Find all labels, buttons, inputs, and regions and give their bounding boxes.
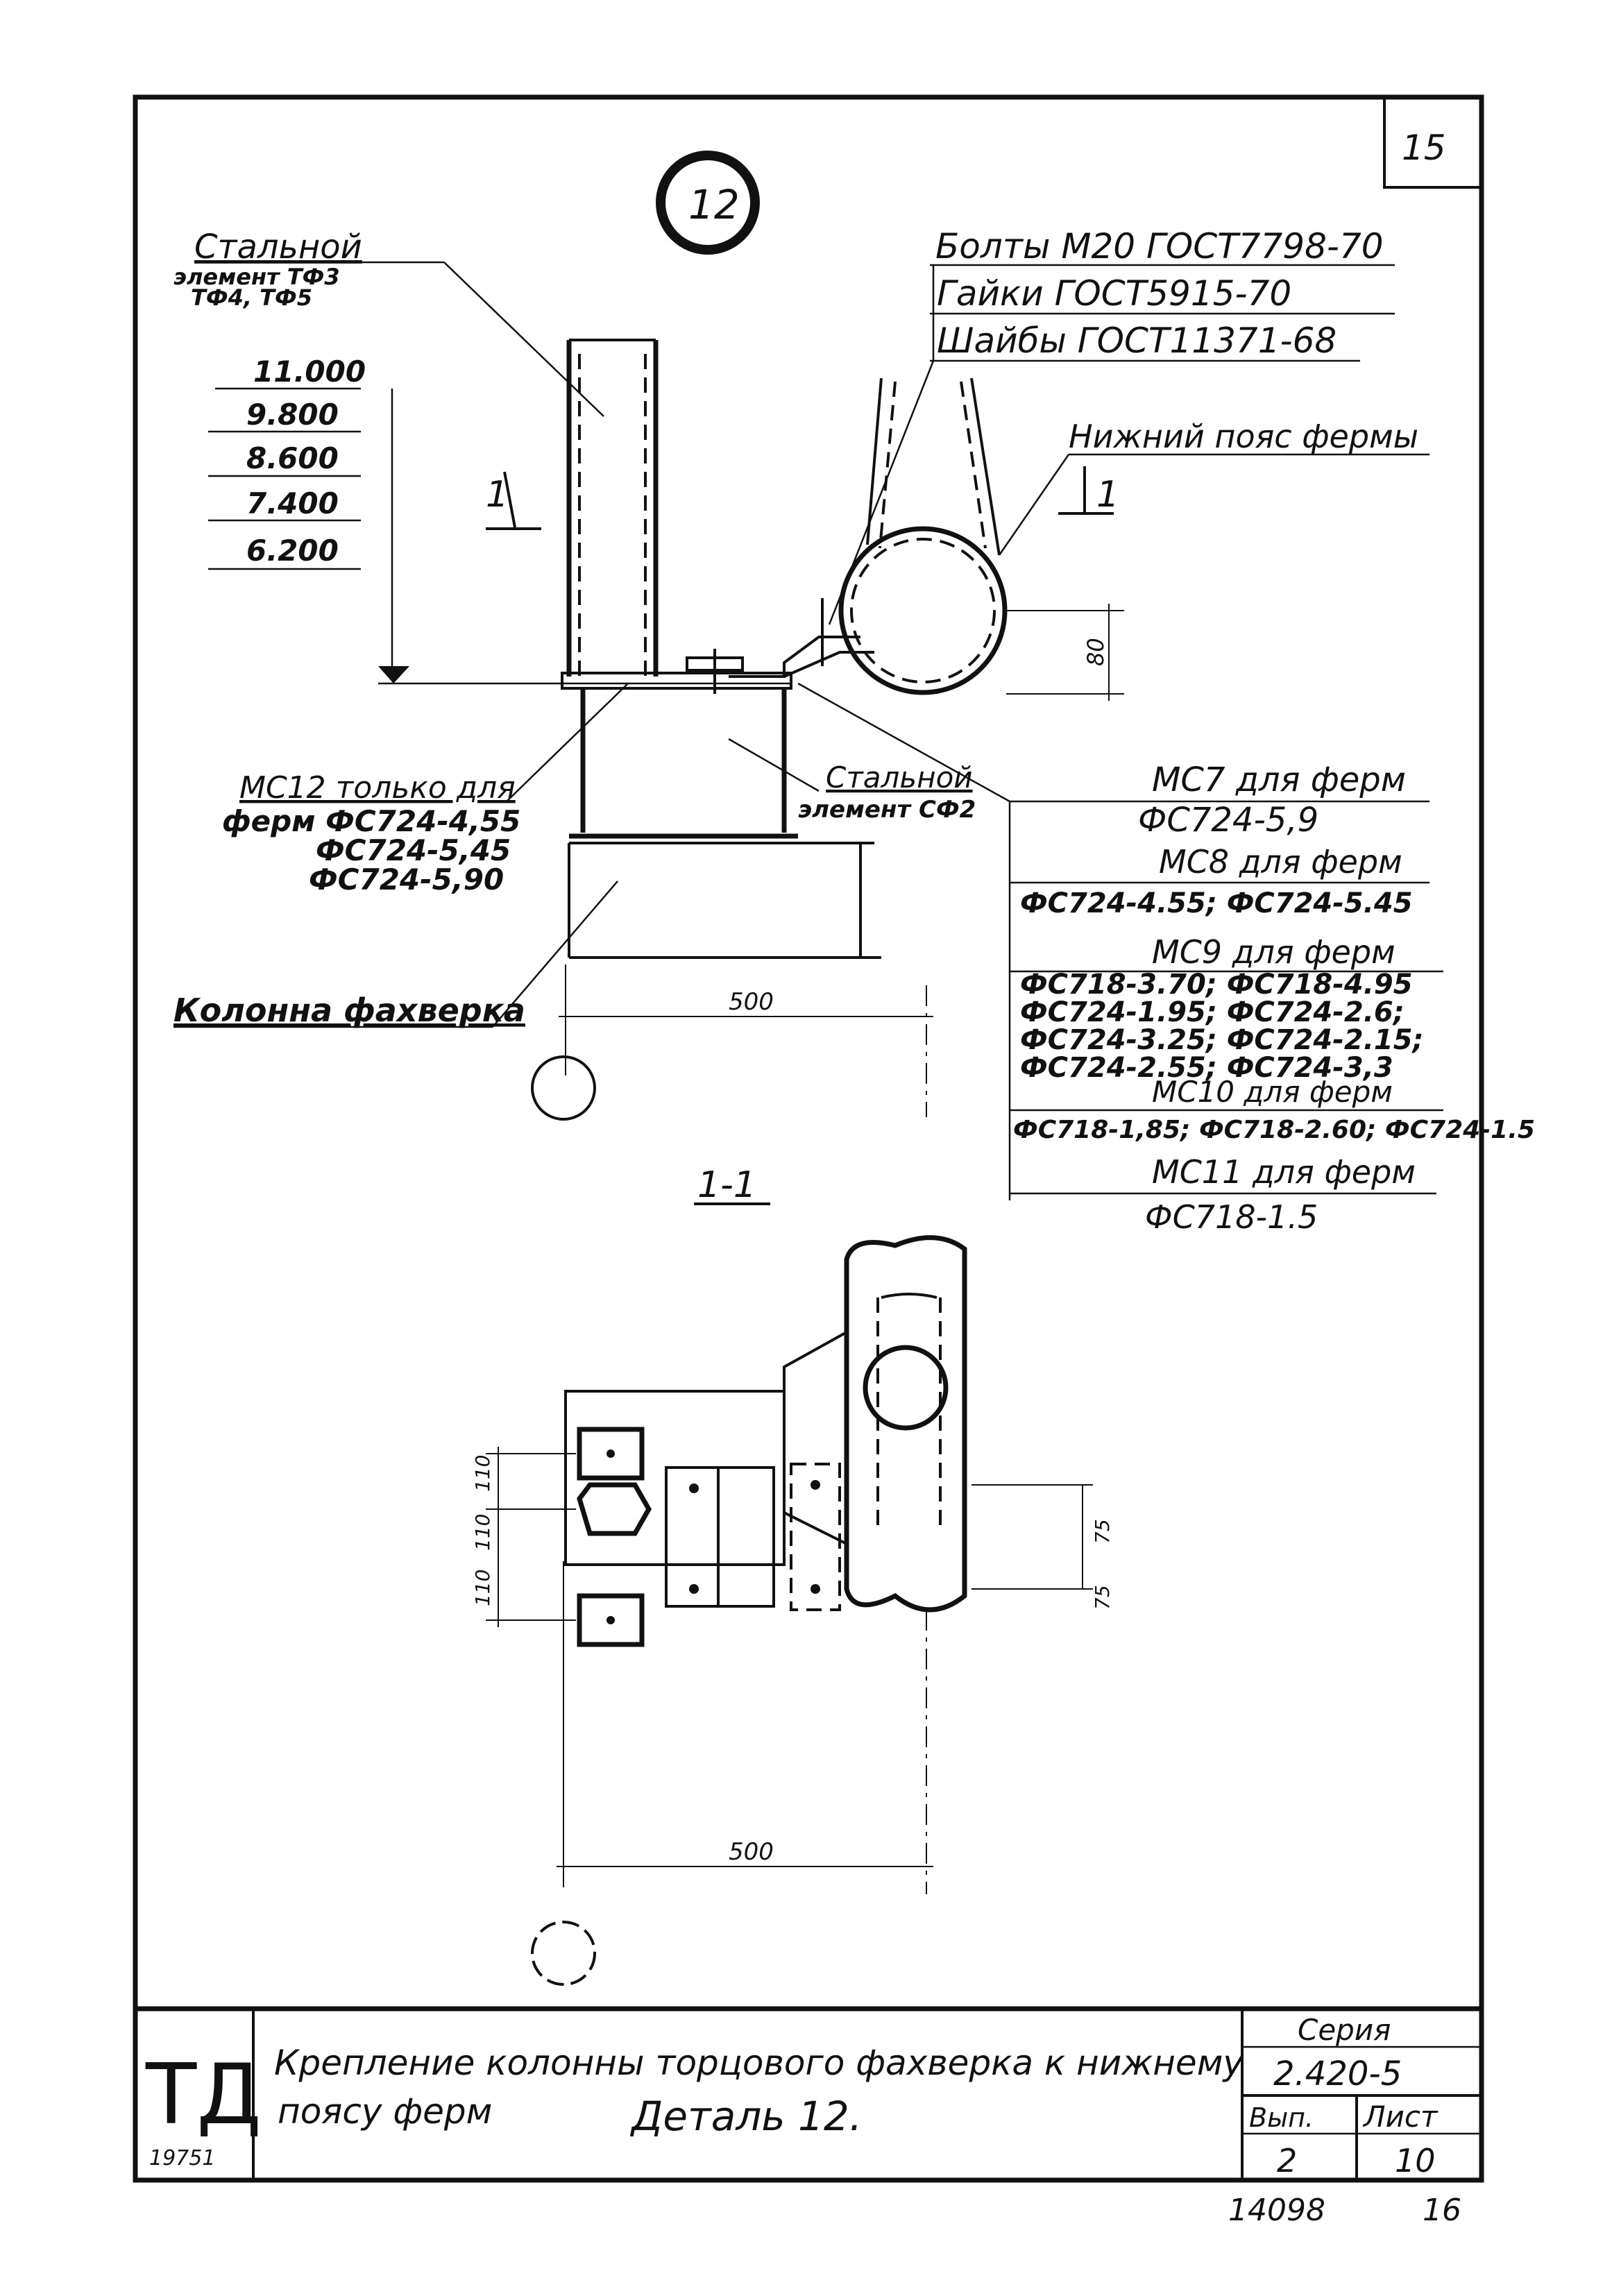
section-mark-right-label: 1 [1096, 474, 1119, 516]
section-view: 110 110 110 75 75 [471, 1235, 1114, 1647]
mc8-line2: ФС724-4.55; ФС724-5.45 [1020, 887, 1413, 919]
section-mark-left: 1 [486, 471, 541, 530]
dimension-110-c: 110 [471, 1570, 494, 1606]
page-number-box [1383, 97, 1482, 189]
steel-element-tf-line1: Стальной [194, 228, 362, 266]
level-1: 11.000 [253, 355, 366, 389]
title-line2: поясу ферм [278, 2091, 492, 2132]
steel-element-sf-line1: Стальной [826, 760, 973, 794]
level-2: 9.800 [246, 398, 339, 432]
level-marks: 11.000 9.800 8.600 7.400 6.200 [208, 355, 791, 685]
steel-element-tf-line2: элемент ТФ3 [173, 264, 340, 290]
gusset-plate [729, 636, 860, 678]
mc12-line4: ФС724-5,90 [309, 862, 504, 896]
lower-chord-label: Нижний пояс фермы [1069, 418, 1418, 455]
mc8-line1: МС8 для ферм [1159, 843, 1402, 881]
base-bolt [686, 649, 744, 694]
level-5: 6.200 [246, 534, 339, 568]
mc9-line5: ФС724-2.55; ФС724-3,3 [1020, 1052, 1393, 1084]
mc9-line3: ФС724-1.95; ФС724-2.6; [1020, 996, 1405, 1028]
nuts-label: Гайки ГОСТ5915-70 [937, 273, 1291, 314]
page-number: 15 [1402, 128, 1446, 168]
axis-marker-top [531, 1055, 596, 1121]
dimension-110-a: 110 [471, 1455, 494, 1492]
column-label: Колонна фахверка [173, 992, 525, 1029]
dimension-500-top: 500 [559, 964, 933, 1117]
steel-element-sf-line2: элемент СФ2 [798, 796, 976, 824]
section-mark-left-label: 1 [486, 474, 509, 516]
section-mark-right: 1 [1058, 466, 1119, 516]
sheet-label: Лист [1362, 2100, 1439, 2134]
mc9-line1: МС9 для ферм [1152, 933, 1395, 971]
steel-element-leader-2 [443, 262, 604, 417]
mc9-line2: ФС718-3.70; ФС718-4.95 [1020, 969, 1413, 1001]
issue-label: Вып. [1249, 2102, 1314, 2133]
issue-value: 2 [1277, 2142, 1297, 2179]
dimension-80: 80 [1006, 604, 1124, 701]
title-block [135, 2006, 1482, 2180]
bottom-number-2: 16 [1423, 2193, 1461, 2228]
dimension-75-a: 75 [1091, 1519, 1114, 1544]
section-title: 1-1 [697, 1164, 756, 1206]
dimension-500-bottom-label: 500 [729, 1838, 774, 1866]
column-body [568, 842, 881, 959]
title-line1: Крепление колонны торцового фахверка к н… [274, 2043, 1244, 2083]
level-4: 7.400 [246, 486, 339, 520]
lower-support [569, 688, 798, 839]
steel-element-tf-line3: ТФ4, ТФ5 [191, 284, 312, 311]
mc12-line1: МС12 только для [239, 770, 516, 806]
bolts-label: Болты М20 ГОСТ7798-70 [935, 226, 1384, 266]
steel-post [566, 339, 659, 677]
level-arrow [378, 666, 409, 683]
mc10-line2: ФС718-1,85; ФС718-2.60; ФС724-1.5 [1013, 1116, 1535, 1144]
lower-chord-tube [838, 377, 1008, 695]
dimension-500-top-label: 500 [729, 988, 774, 1016]
mc9-line4: ФС724-3.25; ФС724-2.15; [1020, 1024, 1424, 1056]
mc11-line1: МС11 для ферм [1152, 1153, 1416, 1191]
logo: ТД [145, 2047, 262, 2143]
dimension-500-bottom: 500 [557, 1561, 933, 1894]
gusset-plate-lower [783, 651, 874, 678]
detail-label: Деталь 12. [629, 2093, 862, 2140]
mc7-line1: МС7 для ферм [1152, 760, 1406, 799]
base-plate [561, 672, 792, 690]
dimension-80-label: 80 [1083, 638, 1109, 666]
series-value: 2.420-5 [1273, 2055, 1402, 2093]
axis-marker-bottom [531, 1921, 596, 1986]
level-3: 8.600 [246, 441, 339, 475]
series-label: Серия [1298, 2013, 1391, 2047]
mc7-line2: ФС724-5,9 [1138, 801, 1318, 840]
mc11-line2: ФС718-1.5 [1145, 1198, 1318, 1236]
code: 19751 [149, 2146, 215, 2170]
sheet-value: 10 [1395, 2142, 1436, 2179]
detail-marker: 12 [656, 151, 760, 255]
mc12-line3: ФС724-5,45 [316, 833, 511, 867]
bottom-number-1: 14098 [1228, 2193, 1325, 2228]
washers-label: Шайбы ГОСТ11371-68 [937, 321, 1337, 361]
dimension-110-b: 110 [471, 1514, 494, 1551]
sheet-frame [133, 94, 1484, 2183]
mc12-line2: ферм ФС724-4,55 [222, 804, 520, 838]
detail-number: 12 [688, 181, 740, 228]
dimension-75-b: 75 [1091, 1585, 1114, 1610]
mc10-line1: МС10 для ферм [1152, 1075, 1393, 1109]
